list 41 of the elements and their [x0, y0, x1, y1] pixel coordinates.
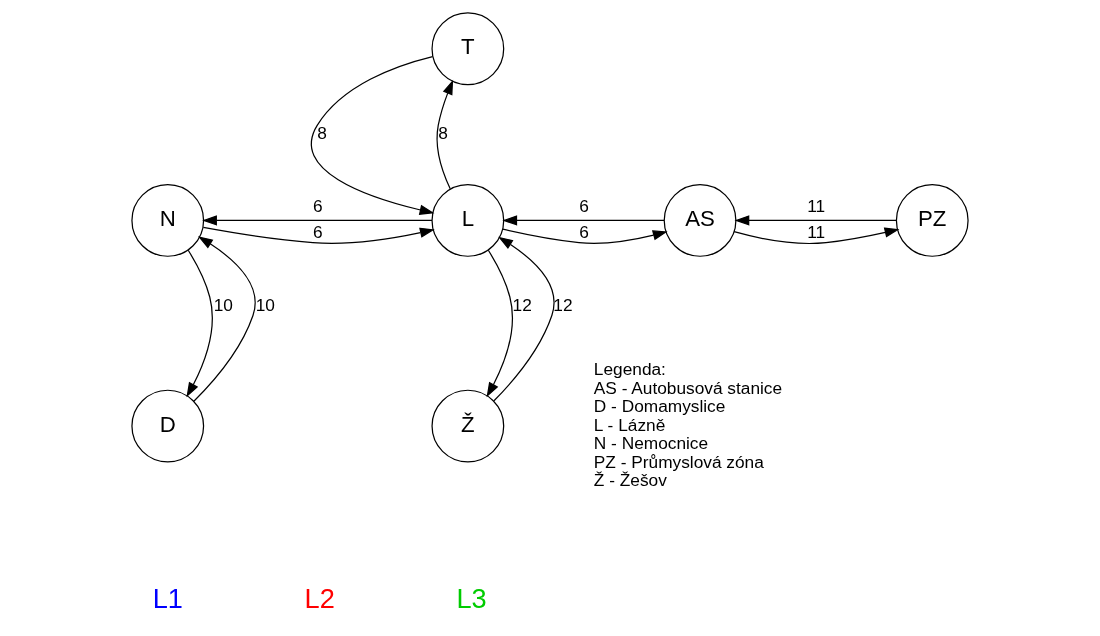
edge-label: 8 — [438, 123, 448, 144]
node-circle: T — [431, 12, 505, 86]
label: N - Nemocnice — [593, 433, 709, 454]
label: L2 — [304, 582, 335, 614]
label: L1 — [152, 582, 183, 614]
arrow — [436, 79, 454, 190]
arrow — [186, 249, 213, 398]
arrow — [733, 227, 900, 245]
node-circle: AS — [663, 184, 737, 257]
edge-label: 6 — [313, 221, 323, 242]
edge-label: 10 — [213, 294, 233, 315]
label: L3 — [456, 582, 487, 614]
label: L - Lázně — [593, 414, 666, 435]
edge-label: 6 — [579, 221, 589, 242]
edge-label: 8 — [317, 123, 327, 144]
node-circle: N — [131, 184, 205, 257]
arrow — [202, 226, 435, 244]
node-circle: PZ — [895, 184, 969, 257]
node-circle: D — [131, 389, 205, 463]
edge-label: 12 — [553, 294, 573, 315]
arrow — [486, 249, 513, 398]
arrow — [502, 228, 668, 244]
arrow — [202, 215, 433, 226]
edge-label: 6 — [579, 196, 589, 217]
arrow — [193, 236, 256, 402]
label: AS - Autobusová stanice — [593, 377, 783, 398]
label: Ž - Žešov — [593, 470, 667, 491]
node-circle: Ž — [431, 389, 505, 463]
edge-label: 11 — [807, 221, 826, 242]
arrow — [310, 55, 435, 215]
arrow — [493, 236, 555, 402]
label: Legenda: — [593, 359, 666, 380]
edge-label: 12 — [512, 294, 532, 315]
label: D - Domamyslice — [593, 396, 726, 417]
arrow — [502, 215, 665, 226]
edge-label: 6 — [313, 196, 323, 217]
arrow — [734, 215, 897, 226]
edge-label: 11 — [807, 196, 826, 217]
edge-label: 10 — [255, 294, 275, 315]
label: PZ - Průmyslová zóna — [593, 451, 764, 472]
node-circle: L — [431, 184, 505, 257]
